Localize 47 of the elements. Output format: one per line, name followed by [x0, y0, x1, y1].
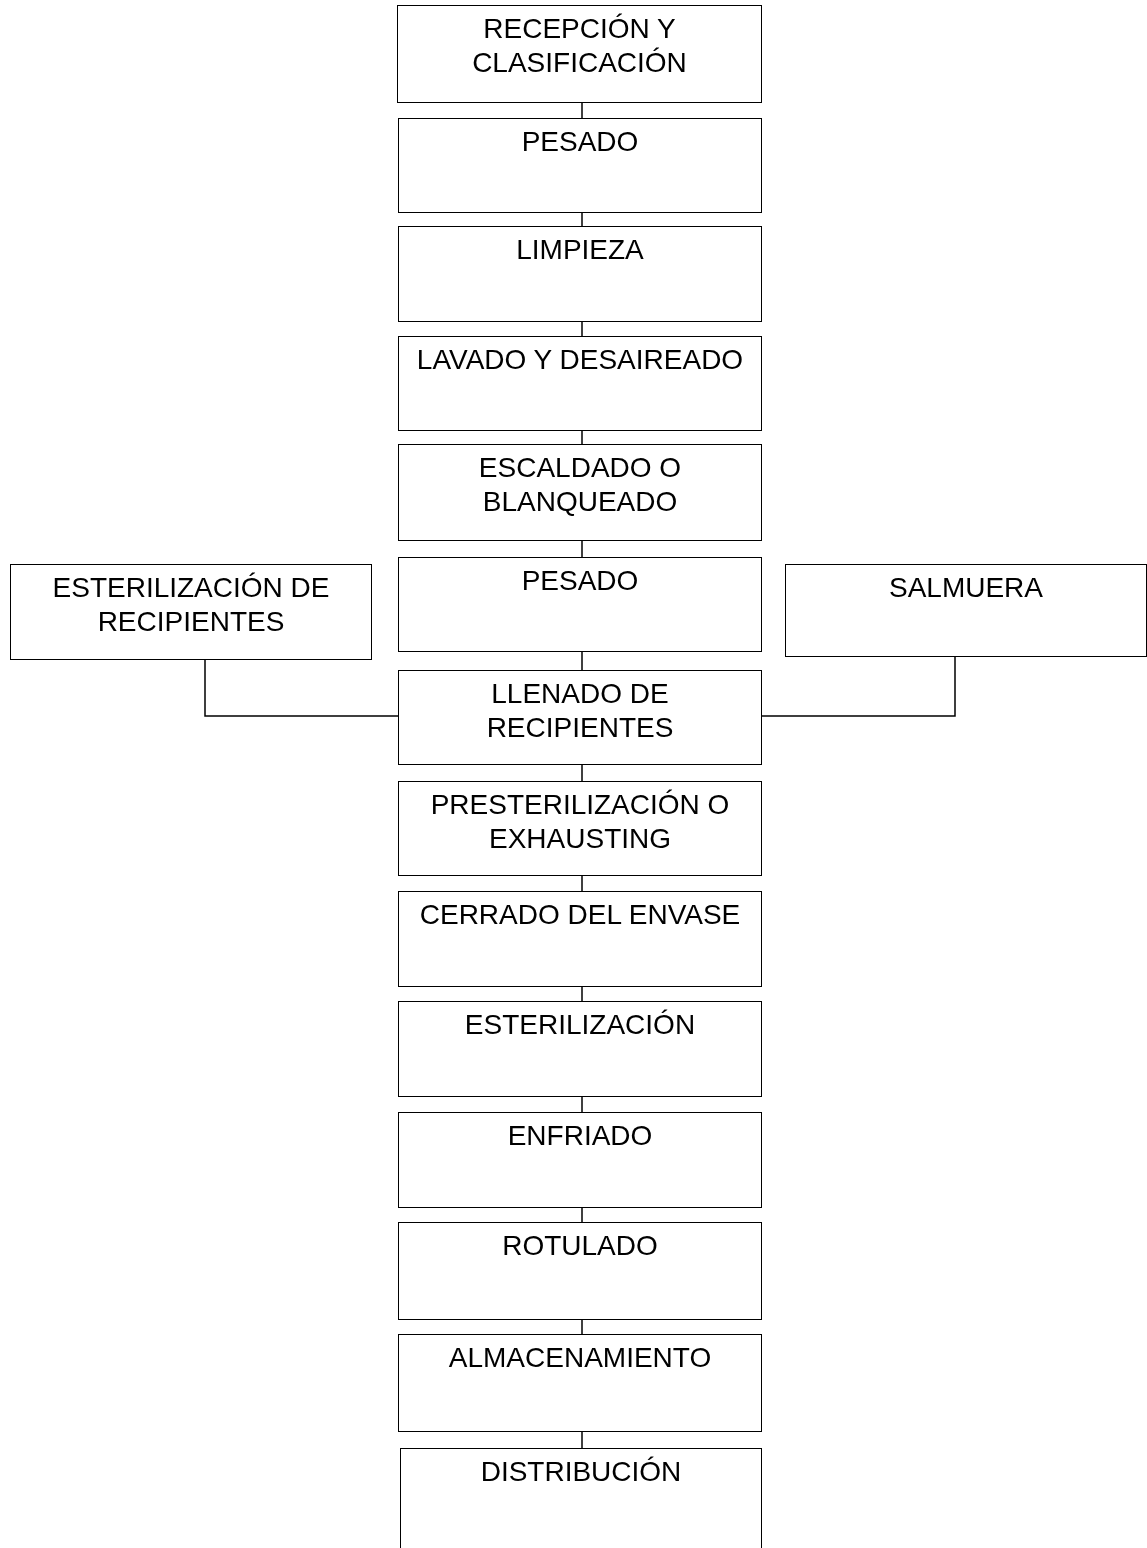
- connector-line: [761, 656, 956, 717]
- process-box: [398, 444, 762, 541]
- step-label: PESADO: [520, 125, 640, 159]
- step-label: RECEPCIÓN Y CLASIFICACIÓN: [471, 12, 688, 80]
- connector-line: [581, 1207, 583, 1223]
- connector-line: [581, 1096, 583, 1113]
- step-label: SALMUERA: [887, 571, 1044, 605]
- connector-line: [581, 540, 583, 558]
- step-label: PRESTERILIZACIÓN O EXHAUSTING: [429, 788, 731, 856]
- step-label: ENFRIADO: [506, 1119, 654, 1153]
- connector-line: [204, 659, 399, 717]
- connector-line: [581, 212, 583, 227]
- connector-line: [581, 764, 583, 782]
- step-label: ROTULADO: [501, 1229, 659, 1263]
- process-box: [400, 1448, 762, 1548]
- step-label: CERRADO DEL ENVASE: [418, 898, 742, 932]
- process-box: [785, 564, 1147, 657]
- step-label: PESADO: [520, 564, 640, 598]
- process-box: [398, 1112, 762, 1208]
- process-box: [398, 118, 762, 213]
- process-box: [398, 557, 762, 652]
- step-label: LLENADO DE RECIPIENTES: [485, 677, 675, 745]
- step-label: ESTERILIZACIÓN: [463, 1008, 697, 1042]
- process-box: [398, 670, 762, 765]
- process-box: [398, 1222, 762, 1320]
- connector-line: [581, 651, 583, 671]
- process-box: [398, 1001, 762, 1097]
- process-box: [398, 226, 762, 322]
- process-box: [398, 1334, 762, 1432]
- connector-line: [581, 875, 583, 892]
- connector-line: [581, 1431, 583, 1449]
- step-label: LAVADO Y DESAIREADO: [415, 343, 745, 377]
- connector-line: [581, 1319, 583, 1335]
- step-label: DISTRIBUCIÓN: [479, 1455, 683, 1489]
- connector-line: [581, 102, 583, 119]
- step-label: ESTERILIZACIÓN DE RECIPIENTES: [51, 571, 331, 639]
- step-label: ESCALDADO O BLANQUEADO: [477, 451, 683, 519]
- process-box: [10, 564, 372, 660]
- process-box: [398, 336, 762, 431]
- process-box: [397, 5, 762, 103]
- step-label: LIMPIEZA: [515, 233, 645, 267]
- step-label: ALMACENAMIENTO: [447, 1341, 713, 1375]
- connector-line: [581, 321, 583, 337]
- process-box: [398, 891, 762, 987]
- connector-line: [581, 430, 583, 445]
- connector-line: [581, 986, 583, 1002]
- process-box: [398, 781, 762, 876]
